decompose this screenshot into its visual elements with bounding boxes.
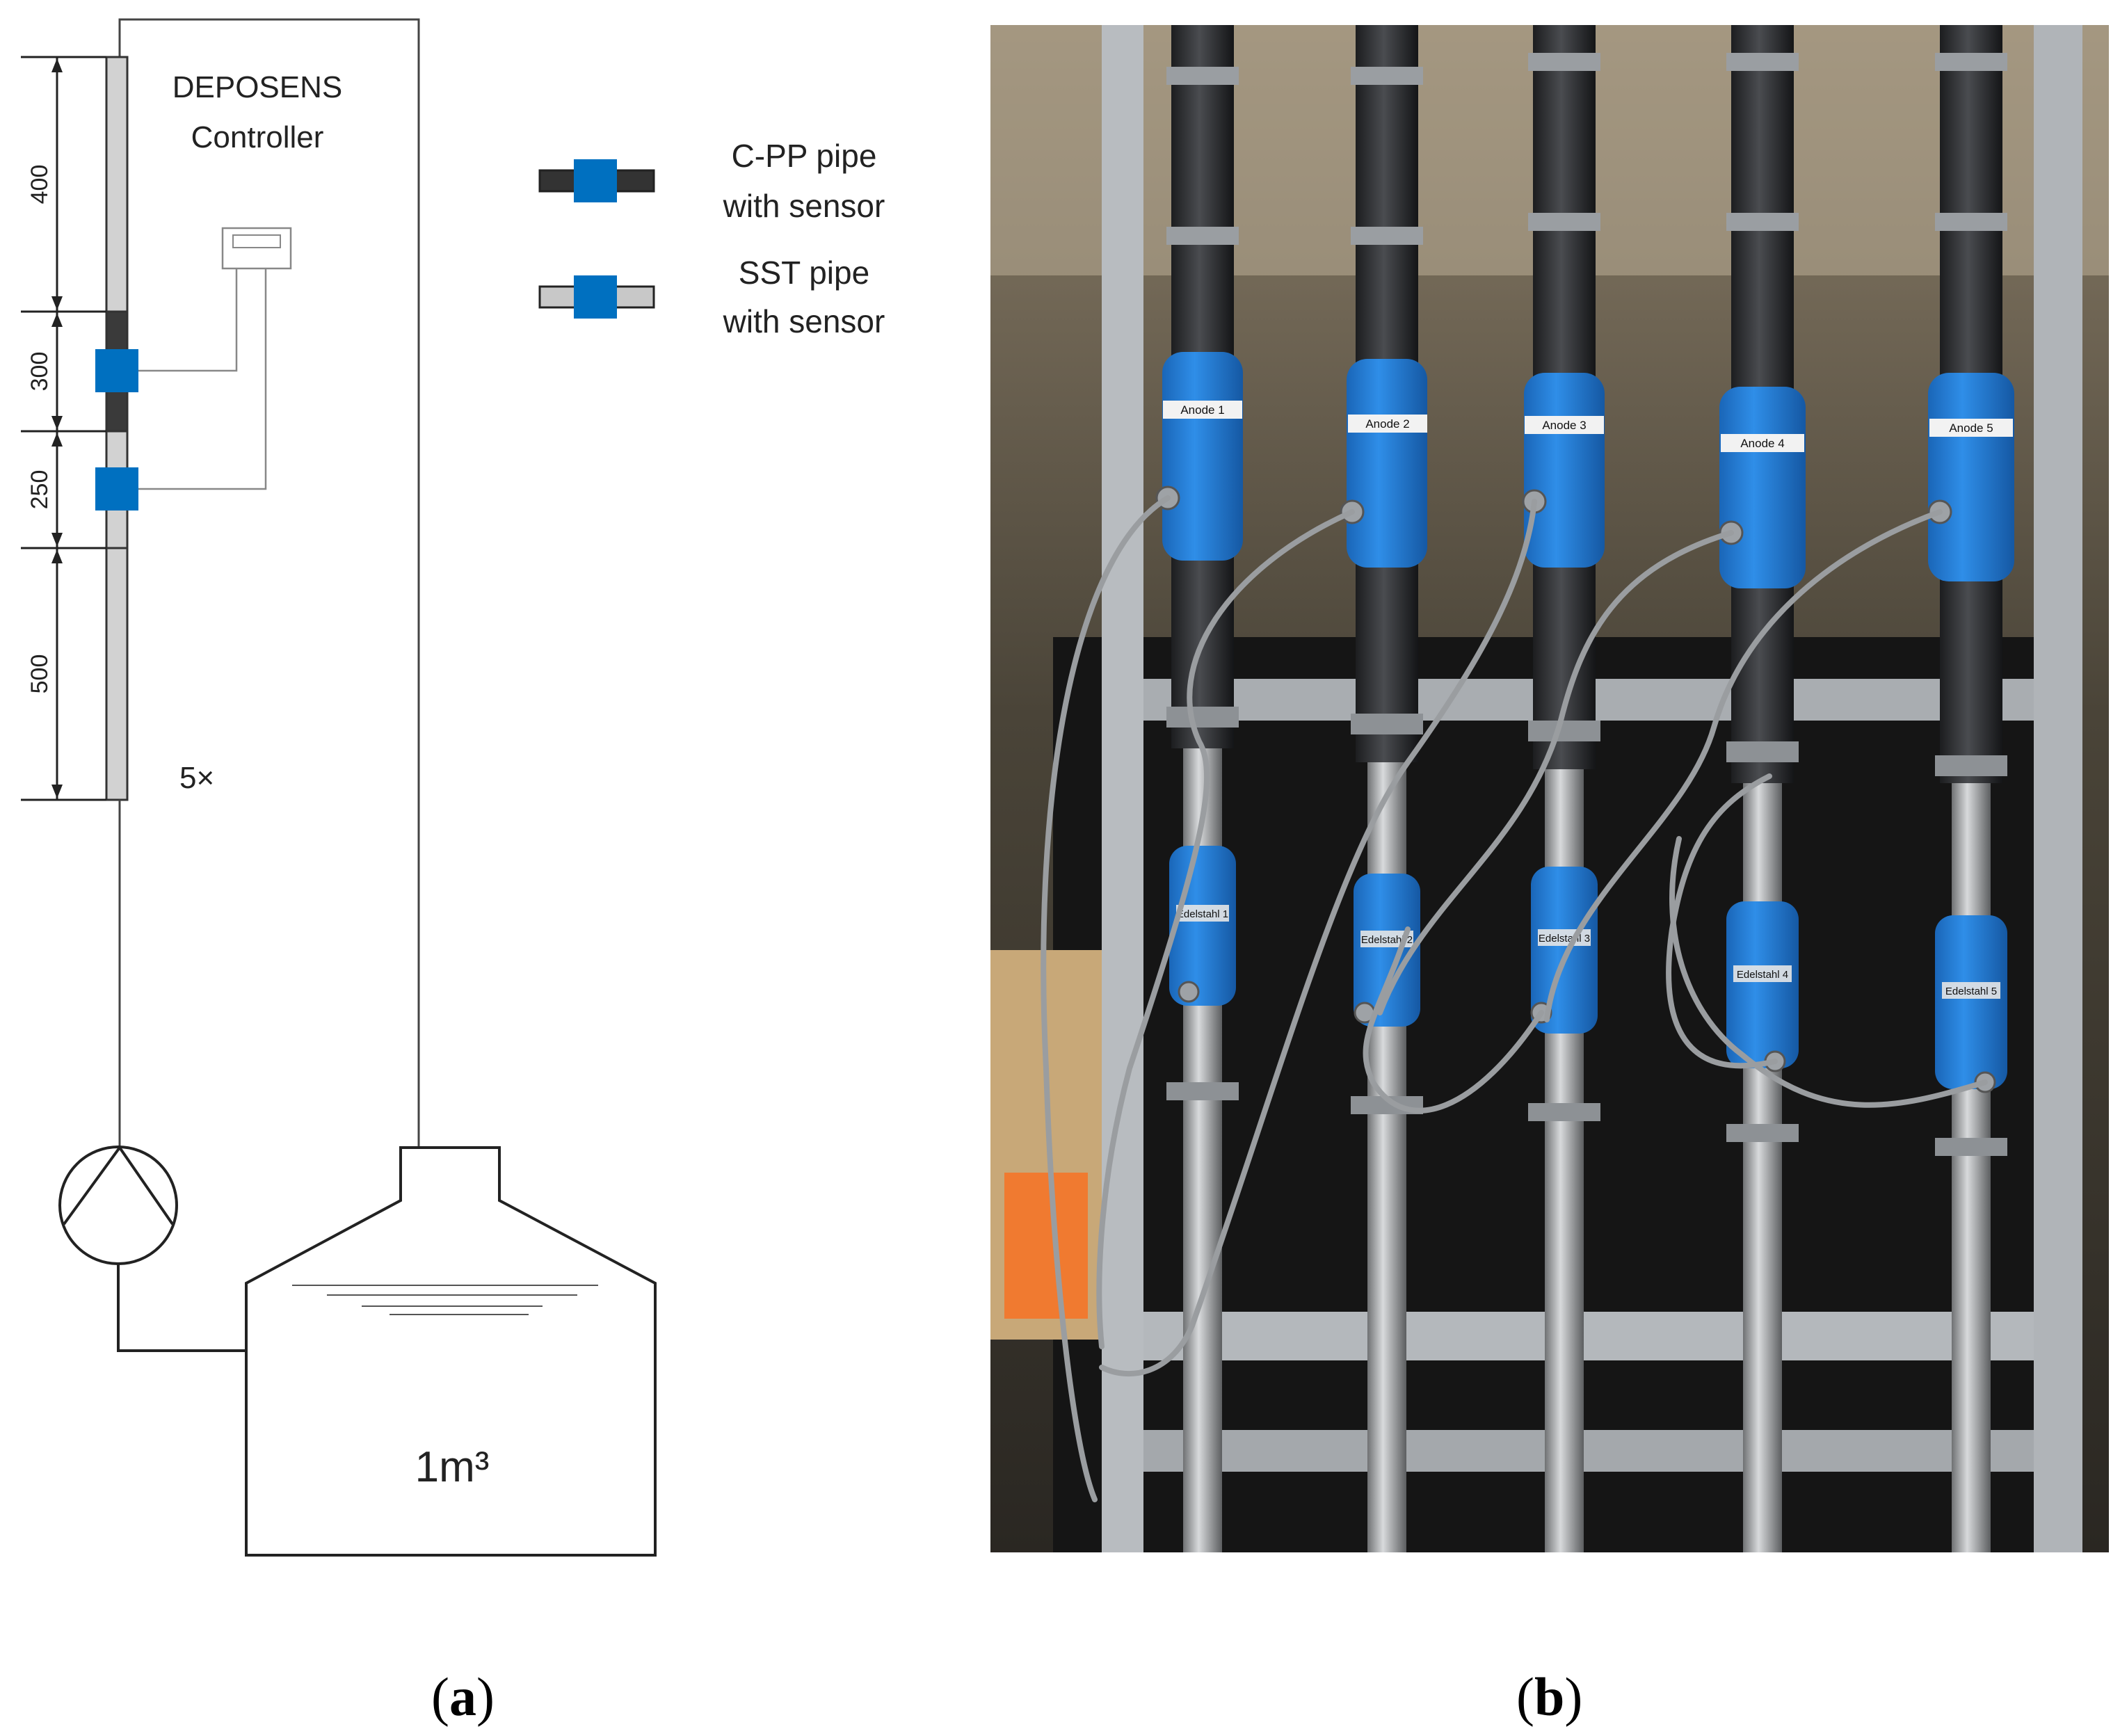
steel-label: Edelstahl 1 — [1177, 908, 1228, 920]
legend-label: with sensor — [723, 188, 885, 224]
dimension-label: 300 — [26, 352, 53, 392]
legend-label: C-PP pipe — [732, 138, 877, 174]
sst-pipe-bottom — [105, 547, 129, 801]
legend-label: SST pipe — [739, 255, 869, 291]
panel-label-paren: ( — [431, 1666, 449, 1727]
dimension-arrowheads — [51, 58, 63, 798]
dimension-label: 500 — [26, 654, 53, 694]
cpp-sensor — [95, 349, 138, 392]
anode-label: Anode 5 — [1949, 421, 1993, 435]
steel-label: Edelstahl 2 — [1361, 934, 1413, 946]
steel-label: Edelstahl 5 — [1945, 986, 1997, 997]
anode-label: Anode 1 — [1180, 403, 1224, 417]
water-surface — [292, 1285, 598, 1315]
frame-post-left — [1102, 25, 1143, 1552]
legend-sst-sensor — [574, 275, 617, 319]
return-line — [118, 18, 420, 1148]
controller-display — [232, 234, 281, 248]
legend: C-PP pipe with sensor SST pipe with sens… — [538, 138, 885, 339]
dimension-label: 250 — [26, 470, 53, 510]
anode-label: Anode 2 — [1365, 417, 1409, 431]
sst-sensor — [95, 467, 138, 511]
pipe-column — [1928, 25, 2014, 1552]
schematic-diagram: DEPOSENS Controller 400 300 250 500 5× 1… — [21, 18, 885, 1557]
pump-to-tank-line — [117, 1264, 246, 1352]
legend-label: with sensor — [723, 303, 885, 339]
panel-label-paren: ) — [476, 1666, 495, 1727]
anode-label: Anode 4 — [1740, 437, 1784, 450]
controller-label: Controller — [191, 120, 324, 154]
panel-label-letter: a — [449, 1666, 476, 1727]
photo-test-rig: Anode 1 Anode 2 Anode 3 Anode 4 Anode 5 … — [990, 25, 2109, 1552]
pipe-column — [1347, 25, 1427, 1552]
dimension-label: 400 — [26, 165, 53, 204]
pump-icon — [63, 1145, 174, 1225]
orange-label — [1004, 1173, 1088, 1319]
steel-label: Edelstahl 4 — [1737, 969, 1788, 981]
steel-label: Edelstahl 3 — [1539, 933, 1590, 945]
frame-rail-bottom — [1143, 1430, 2034, 1472]
panel-label-letter: b — [1534, 1666, 1565, 1727]
panel-label-paren: ) — [1564, 1666, 1583, 1727]
panel-label-paren: ( — [1516, 1666, 1534, 1727]
pipe-column — [1162, 25, 1243, 1552]
tank-volume-label: 1m³ — [415, 1443, 490, 1491]
sst-sensor-cable — [138, 268, 267, 490]
cpp-sensor-cable — [138, 268, 238, 372]
anode-label: Anode 3 — [1542, 419, 1586, 432]
panel-label-b: (b) — [1516, 1666, 1582, 1728]
legend-cpp-sensor — [574, 159, 617, 202]
sensor-label-tags — [1163, 401, 2013, 452]
frame-rail-lower — [1143, 1312, 2034, 1360]
sst-pipe-top — [105, 56, 129, 313]
panel-label-a: (a) — [431, 1666, 495, 1728]
sensor-cables — [1041, 495, 1988, 1502]
pipe-column — [1524, 25, 1605, 1552]
controller-label: DEPOSENS — [172, 70, 343, 104]
tank — [245, 1146, 657, 1557]
frame-post-right — [2034, 25, 2082, 1552]
multiplier-label: 5× — [179, 761, 214, 795]
